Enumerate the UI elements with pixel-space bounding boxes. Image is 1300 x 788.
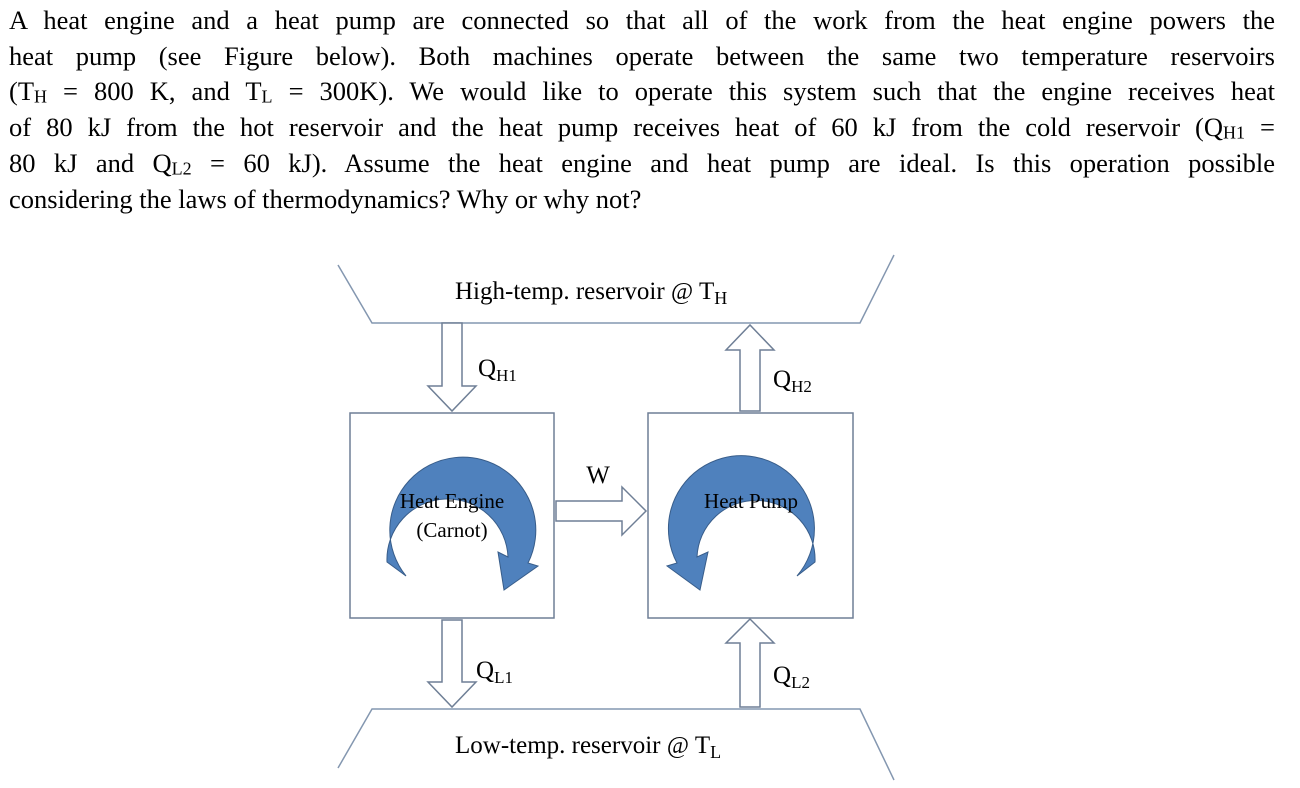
- problem-line-2: heat pump (see Figure below). Both machi…: [9, 40, 1275, 71]
- hot-reservoir-label: High-temp. reservoir @TH: [455, 278, 727, 308]
- problem-line-4: of 80 kJ from the hot reservoir and the …: [9, 112, 1275, 143]
- work-label: W: [586, 462, 610, 489]
- ql2-label: QL2: [773, 662, 810, 692]
- problem-line-3: (TH = 800 K, and TL = 300K). We would li…: [9, 76, 1275, 108]
- ql1-label: QL1: [476, 657, 513, 687]
- work-arrow-icon: [555, 485, 648, 537]
- problem-line-1: A heat engine and a heat pump are connec…: [9, 5, 1275, 35]
- heat-engine-cycle-arrow-icon: [386, 456, 540, 591]
- problem-line-6: considering the laws of thermodynamics? …: [9, 183, 642, 214]
- ql1-arrow-icon: [426, 619, 478, 709]
- problem-statement: A heat engine and a heat pump are connec…: [9, 3, 1275, 217]
- cold-reservoir-label: Low-temp. reservoir @TL: [455, 732, 721, 762]
- heat-pump-cycle-arrow-icon: [665, 455, 816, 591]
- qh2-label: QH2: [773, 366, 812, 396]
- ql2-arrow-icon: [724, 617, 776, 708]
- heat-engine-label-line2: (Carnot): [416, 518, 487, 542]
- cold-reservoir-boundary: [337, 708, 895, 781]
- heat-engine-label-line1: Heat Engine: [400, 489, 504, 513]
- qh1-arrow-icon: [426, 322, 478, 413]
- qh1-label: QH1: [478, 355, 517, 385]
- heat-pump-label: Heat Pump: [704, 489, 798, 513]
- qh2-arrow-icon: [724, 323, 776, 412]
- hot-reservoir-boundary: [337, 254, 895, 324]
- problem-line-5: 80 kJ and QL2 = 60 kJ). Assume the heat …: [9, 147, 1275, 179]
